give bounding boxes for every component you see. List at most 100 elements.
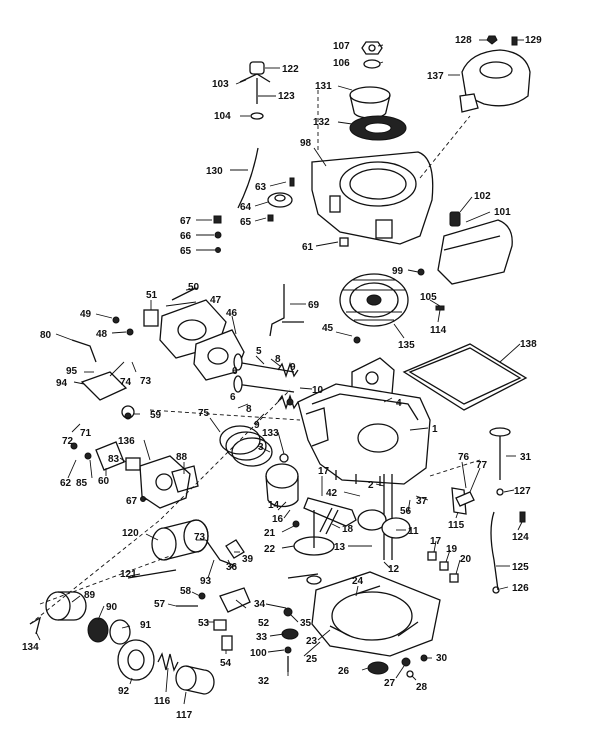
washer-104-icon [250,112,264,120]
callout-10: 10 [312,385,324,396]
callout-8a: 8 [275,354,281,365]
callout-124: 124 [512,532,529,543]
cup-91-icon [109,619,131,645]
drum-92-icon [117,639,155,681]
callout-6b: 6 [230,392,236,403]
callout-125: 125 [512,562,529,573]
callout-116: 116 [154,696,171,707]
callout-46: 46 [226,308,238,319]
muffler-icon [437,211,513,285]
nut-67-icon [213,215,222,224]
screw-63-icon [289,177,295,187]
callout-98: 98 [300,138,312,149]
callout-134: 134 [22,642,39,653]
screw-99-icon [417,268,425,276]
callout-14: 14 [268,500,280,511]
callout-77: 77 [476,460,488,471]
callout-39: 39 [242,554,254,565]
callout-1: 1 [432,424,438,435]
callout-127: 127 [514,486,531,497]
callout-37: 37 [416,496,428,507]
callout-73: 73 [140,376,152,387]
callout-130: 130 [206,166,223,177]
screen-90-icon [87,617,109,643]
callout-19: 19 [446,544,458,555]
plug-19-icon [439,561,449,571]
screw-21-icon [292,520,300,528]
callout-17b: 17 [430,536,442,547]
rewind-starter-137-icon [459,49,531,113]
callout-102: 102 [474,191,491,202]
screw-114-icon [435,305,445,311]
valve-5-icon [233,353,295,373]
callout-114: 114 [430,325,447,336]
washer-106-icon [363,59,381,69]
screw-62-icon [70,442,78,450]
part-54-icon [221,635,233,651]
starter-120-icon [151,519,209,561]
dash-line-5 [39,555,171,605]
callout-85: 85 [76,478,88,489]
piston-3-icon [265,463,299,508]
callout-62: 62 [60,478,72,489]
callout-100: 100 [250,648,267,659]
callout-92: 92 [118,686,130,697]
callout-28: 28 [416,682,428,693]
callout-94: 94 [56,378,68,389]
nut-107-icon [361,41,383,55]
callout-103: 103 [212,79,229,90]
callout-27: 27 [384,678,396,689]
callout-25: 25 [306,654,318,665]
gear-33-icon [281,628,299,640]
callout-132: 132 [313,117,330,128]
callout-22: 22 [264,544,276,555]
callout-50: 50 [188,282,200,293]
callout-52: 52 [258,618,270,629]
callout-57: 57 [154,599,166,610]
callout-4: 4 [396,398,402,409]
callout-13: 13 [334,542,346,553]
callout-51: 51 [146,290,158,301]
piston-rings-icon [219,425,273,467]
callout-106: 106 [333,58,350,69]
callout-75: 75 [198,408,210,419]
callout-67: 67 [180,216,192,227]
callout-6a: 6 [232,366,238,377]
spring-8-icon [277,361,299,379]
fill-tube-125-icon [490,511,499,591]
callout-20: 20 [460,554,472,565]
plate-76-icon [455,491,475,507]
washer-66-icon [214,231,222,239]
callout-60: 60 [98,476,110,487]
callout-63: 63 [255,182,267,193]
callout-99: 99 [392,266,404,277]
plug-17-icon [427,551,437,561]
bolt-121-icon [127,569,177,579]
callout-56: 56 [400,506,412,517]
callout-117: 117 [176,710,193,721]
callout-67b: 67 [126,496,138,507]
bracket-94-icon [80,371,128,401]
screw-129-icon [511,36,518,46]
callout-8b: 8 [246,404,252,415]
callout-34: 34 [254,599,266,610]
callout-128: 128 [455,35,472,46]
callout-32: 32 [258,676,270,687]
callout-59: 59 [150,410,162,421]
callout-24: 24 [352,576,364,587]
air-filter-138-icon [402,343,528,411]
callout-66: 66 [180,231,192,242]
callout-135: 135 [398,340,415,351]
callout-47: 47 [210,295,222,306]
callout-137: 137 [427,71,444,82]
rod-80-icon [71,339,97,363]
callout-26: 26 [338,666,350,677]
callout-80: 80 [40,330,52,341]
seal-28-icon [406,670,414,678]
bracket-103-icon [239,73,271,83]
callout-65b: 65 [180,246,192,257]
callout-88: 88 [176,452,188,463]
screw-85-icon [84,452,92,460]
